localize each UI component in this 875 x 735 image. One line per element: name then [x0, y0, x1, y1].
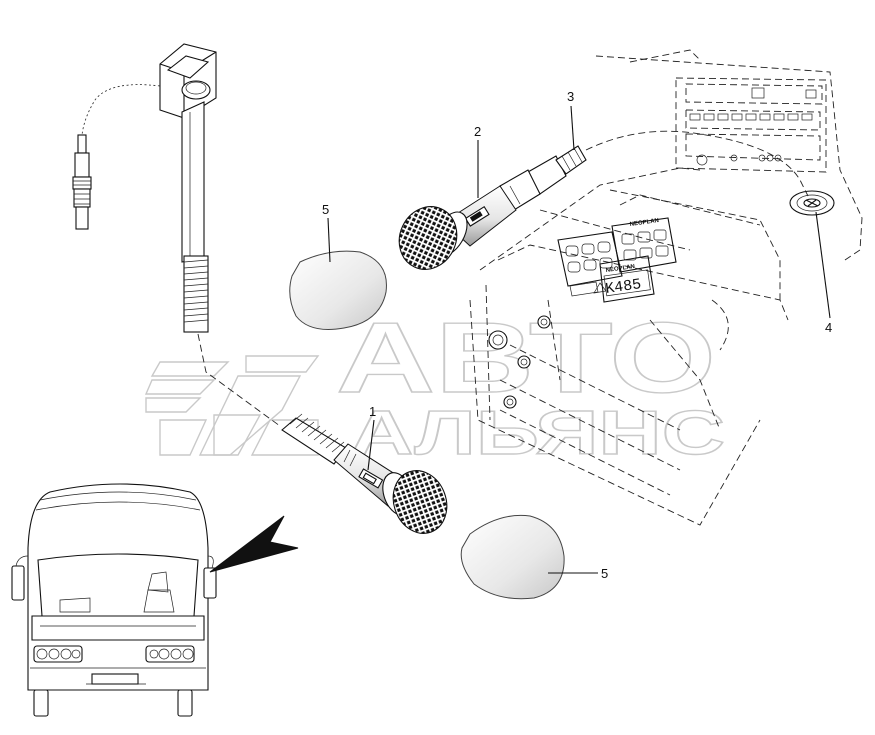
- microphone-socket: [789, 190, 835, 216]
- callout-4: 4: [825, 320, 832, 335]
- panel-brand-top: NEOPLAN: [629, 218, 659, 228]
- microphone-1: [281, 413, 448, 534]
- gooseneck-stand: [72, 43, 281, 427]
- microphone-1-grille: [382, 470, 448, 534]
- cable-plug: [72, 134, 92, 230]
- location-pointer-arrow: [209, 515, 299, 573]
- stand-cable: [81, 84, 161, 136]
- bus-headlights-right: [145, 645, 195, 663]
- callout-2: 2: [474, 124, 481, 139]
- radio-unit: [675, 77, 827, 173]
- watermark-line2: АЛЬЯНС: [350, 399, 725, 468]
- callout-3: 3: [567, 89, 574, 104]
- microphone-2-cable: [585, 130, 809, 197]
- windscreen-cap-lower: [460, 514, 565, 600]
- watermark: АВТО АЛЬЯНС: [144, 301, 726, 469]
- bus-headlights-left: [33, 645, 83, 663]
- cable-connector-3: [527, 145, 587, 195]
- gooseneck-to-mic-line: [197, 333, 281, 427]
- microphone-2: [398, 130, 809, 270]
- gooseneck-segment: [183, 255, 209, 333]
- stand-holder-head: [159, 43, 217, 119]
- panel-brand-bottom: NEOPLAN: [605, 264, 635, 274]
- panel-display-text: K485: [604, 276, 642, 298]
- callout-1: 1: [369, 404, 376, 419]
- panel-bolts: [488, 315, 551, 409]
- dashboard-panel: NEOPLAN NEOPLAN K485: [469, 49, 863, 526]
- bus-windshield: [37, 553, 199, 617]
- watermark-logo: [144, 355, 320, 456]
- microphone-2-grille: [398, 206, 468, 270]
- callout-5-upper: 5: [322, 202, 329, 217]
- callouts: 1 2 3 4 5 5: [322, 89, 832, 581]
- callout-5-lower: 5: [601, 566, 608, 581]
- bus-mirrors: [11, 555, 217, 601]
- radio-buttons-row: [689, 113, 813, 121]
- bus-front-view: [11, 483, 299, 717]
- windscreen-cap-upper: [289, 250, 387, 330]
- switch-panel: NEOPLAN NEOPLAN K485: [557, 217, 677, 303]
